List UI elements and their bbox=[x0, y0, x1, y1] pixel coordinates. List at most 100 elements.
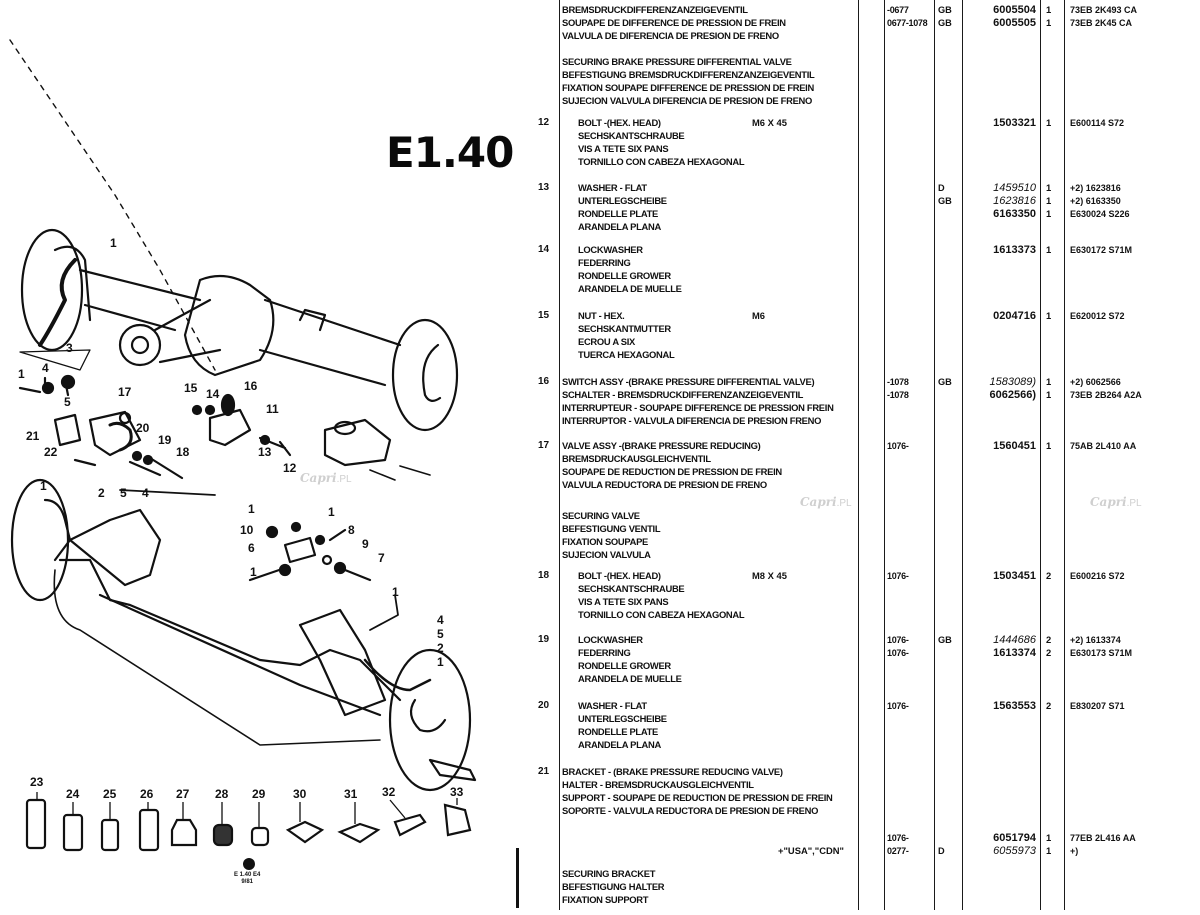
part-description: BEFESTIGUNG BREMSDRUCKDIFFERENZANZEIGEVE… bbox=[562, 69, 815, 80]
engineering-code: E630024 S226 bbox=[1070, 209, 1130, 219]
country-code: GB bbox=[938, 635, 952, 645]
fitting-26 bbox=[138, 808, 160, 852]
callout-5b: 5 bbox=[120, 486, 127, 500]
callout-28: 28 bbox=[215, 787, 229, 801]
callout-27: 27 bbox=[176, 787, 190, 801]
callout-24: 24 bbox=[66, 787, 80, 801]
callout-5: 5 bbox=[64, 395, 71, 409]
part-description: VALVULA REDUCTORA DE PRESION DE FRENO bbox=[562, 479, 767, 490]
date-range: 0277- bbox=[887, 846, 909, 856]
fitting-28 bbox=[212, 823, 234, 847]
callout-1b: 1 bbox=[18, 367, 25, 381]
part-number: 6062566) bbox=[989, 389, 1037, 401]
engineering-code: 77EB 2L416 AA bbox=[1070, 833, 1136, 843]
callout-3: 3 bbox=[66, 341, 73, 355]
callout-22: 22 bbox=[44, 445, 58, 459]
engineering-code: E600216 S72 bbox=[1070, 571, 1125, 581]
callout-2b: 2 bbox=[437, 641, 444, 655]
country-code: GB bbox=[938, 5, 952, 15]
binding-mark bbox=[516, 848, 519, 908]
callout-20: 20 bbox=[136, 421, 150, 435]
callout-25: 25 bbox=[103, 787, 117, 801]
part-number: 1623816 bbox=[993, 195, 1036, 207]
part-description: VALVULA DE DIFERENCIA DE PRESION DE FREN… bbox=[562, 30, 779, 41]
engineering-code: +) bbox=[1070, 846, 1079, 856]
callout-1g: 1 bbox=[392, 585, 399, 599]
part-description: ARANDELA PLANA bbox=[578, 221, 661, 232]
callout-6: 6 bbox=[248, 541, 255, 555]
clip-33 bbox=[443, 803, 472, 837]
quantity: 1 bbox=[1046, 208, 1052, 219]
column-divider bbox=[858, 0, 859, 910]
engineering-code: +2) 6163350 bbox=[1070, 196, 1121, 206]
callout-9: 9 bbox=[362, 537, 369, 551]
part-description: FIXATION SUPPORT bbox=[562, 894, 649, 905]
rear-drum-left bbox=[20, 228, 84, 352]
part-description: RONDELLE GROWER bbox=[578, 660, 671, 671]
country-code: GB bbox=[938, 196, 952, 206]
fitting-29 bbox=[250, 826, 270, 847]
part-description: INTERRUPTEUR - SOUPAPE DIFFERENCE DE PRE… bbox=[562, 402, 834, 413]
watermark: Capri.PL bbox=[300, 472, 352, 486]
date-range: -0677 bbox=[887, 5, 909, 15]
part-description: ARANDELA DE MUELLE bbox=[578, 283, 682, 294]
column-divider bbox=[1040, 0, 1041, 910]
part-description: LOCKWASHER bbox=[578, 634, 643, 645]
callout-21: 21 bbox=[26, 429, 40, 443]
watermark-suffix: .PL bbox=[336, 474, 352, 485]
clip-30 bbox=[285, 820, 325, 844]
callout-1h: 1 bbox=[437, 655, 444, 669]
callout-5c: 5 bbox=[437, 627, 444, 641]
callout-23: 23 bbox=[30, 775, 44, 789]
column-divider bbox=[884, 0, 885, 910]
part-description: SECURING VALVE bbox=[562, 510, 640, 521]
clip-32 bbox=[393, 813, 427, 837]
country-code: D bbox=[938, 183, 945, 193]
callout-1: 1 bbox=[110, 236, 117, 250]
part-description: FIXATION SOUPAPE bbox=[562, 536, 649, 547]
part-number: 6055973 bbox=[993, 845, 1036, 857]
part-description: VALVE ASSY -(BRAKE PRESSURE REDUCING) bbox=[562, 440, 761, 451]
part-description: BRACKET - (BRAKE PRESSURE REDUCING VALVE… bbox=[562, 766, 783, 777]
part-description: FEDERRING bbox=[578, 257, 631, 268]
engineering-code: E830207 S71 bbox=[1070, 701, 1125, 711]
part-description: SWITCH ASSY -(BRAKE PRESSURE DIFFERENTIA… bbox=[562, 376, 815, 387]
part-description: SECURING BRACKET bbox=[562, 868, 656, 879]
callout-16: 16 bbox=[244, 379, 258, 393]
part-description: SUJECION VALVULA bbox=[562, 549, 651, 560]
callout-2: 2 bbox=[98, 486, 105, 500]
part-description: UNTERLEGSCHEIBE bbox=[578, 195, 667, 206]
engineering-code: 73EB 2B264 A2A bbox=[1070, 390, 1142, 400]
country-code: D bbox=[938, 846, 945, 856]
stamp-dot bbox=[243, 858, 255, 870]
watermark-text: Capri bbox=[300, 471, 337, 485]
part-description: SECURING BRAKE PRESSURE DIFFERENTIAL VAL… bbox=[562, 56, 792, 67]
part-description: BOLT -(HEX. HEAD) bbox=[578, 570, 661, 581]
item-number: 16 bbox=[538, 376, 550, 387]
clip-31 bbox=[337, 822, 381, 844]
engineering-code: 75AB 2L410 AA bbox=[1070, 441, 1137, 451]
part-number: 0204716 bbox=[993, 310, 1036, 322]
callout-13: 13 bbox=[258, 445, 272, 459]
callout-1c: 1 bbox=[40, 479, 47, 493]
part-number: 1459510 bbox=[993, 182, 1036, 194]
quantity: 1 bbox=[1046, 440, 1052, 451]
part-description: SOUPAPE DE REDUCTION DE PRESSION DE FREI… bbox=[562, 466, 782, 477]
quantity: 1 bbox=[1046, 195, 1052, 206]
engineering-code: +2) 1613374 bbox=[1070, 635, 1121, 645]
item-number: 20 bbox=[538, 700, 550, 711]
part-description: BOLT -(HEX. HEAD) bbox=[578, 117, 661, 128]
part-description: RONDELLE PLATE bbox=[578, 726, 659, 737]
part-description: HALTER - BREMSDRUCKAUSGLEICHVENTIL bbox=[562, 779, 754, 790]
date-range: 1076- bbox=[887, 701, 909, 711]
part-number: 1613373 bbox=[993, 244, 1036, 256]
callout-4: 4 bbox=[42, 361, 49, 375]
date-range: 0677-1078 bbox=[887, 18, 928, 28]
engineering-code: E630173 S71M bbox=[1070, 648, 1133, 658]
engineering-code: E630172 S71M bbox=[1070, 245, 1133, 255]
quantity: 1 bbox=[1046, 4, 1052, 15]
quantity: 1 bbox=[1046, 182, 1052, 193]
callout-7: 7 bbox=[378, 551, 385, 565]
front-crossmember-mount bbox=[298, 608, 387, 717]
fitting-23 bbox=[25, 798, 47, 850]
